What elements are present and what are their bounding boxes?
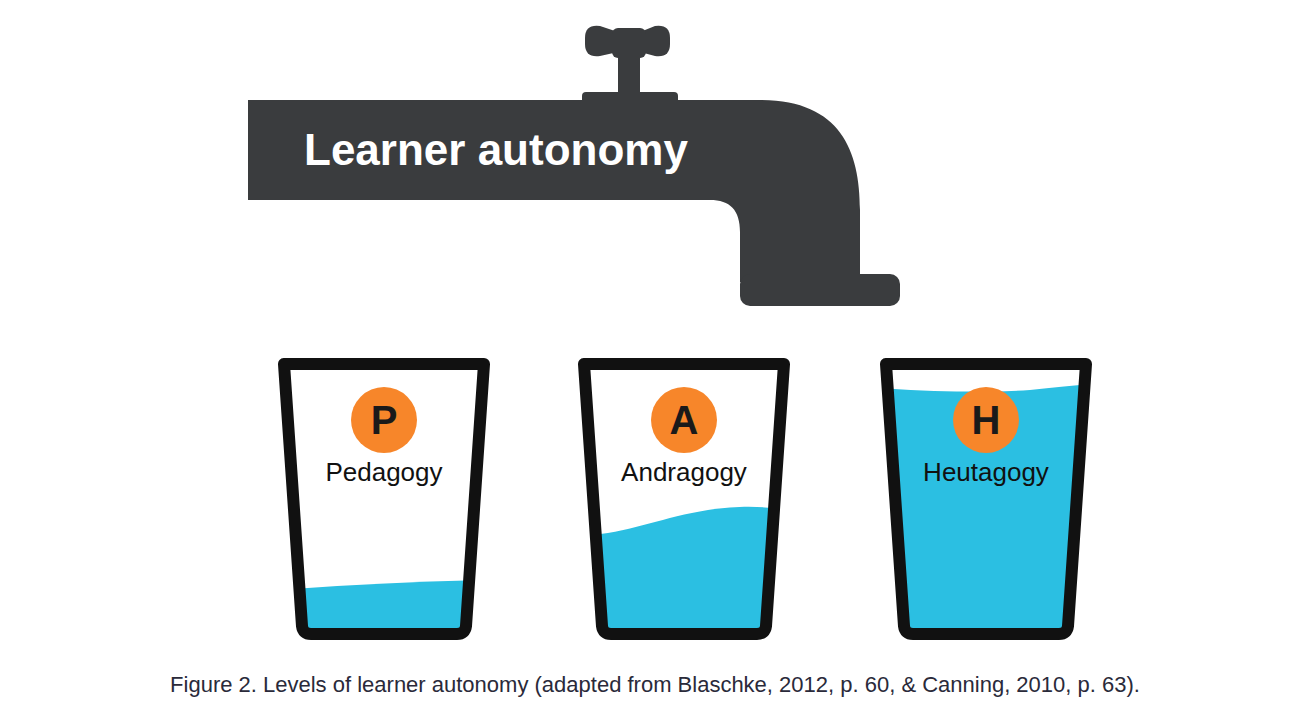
letter-circle: P [351,387,417,453]
cup: Andragogy A [578,358,790,640]
cup-label: Pedagogy [278,458,490,487]
cup: Heutagogy H [880,358,1092,640]
figure-caption: Figure 2. Levels of learner autonomy (ad… [0,672,1310,698]
cup-label: Heutagogy [880,458,1092,487]
water [880,384,1092,648]
circle-letter: A [670,400,699,440]
faucet-label: Learner autonomy [304,128,688,172]
cup: Pedagogy P [278,358,490,640]
circle-letter: P [371,400,398,440]
letter-circle: A [651,387,717,453]
cup-label: Andragogy [578,458,790,487]
faucet: Learner autonomy [240,10,910,310]
circle-letter: H [972,400,1001,440]
water [578,507,790,648]
letter-circle: H [953,387,1019,453]
